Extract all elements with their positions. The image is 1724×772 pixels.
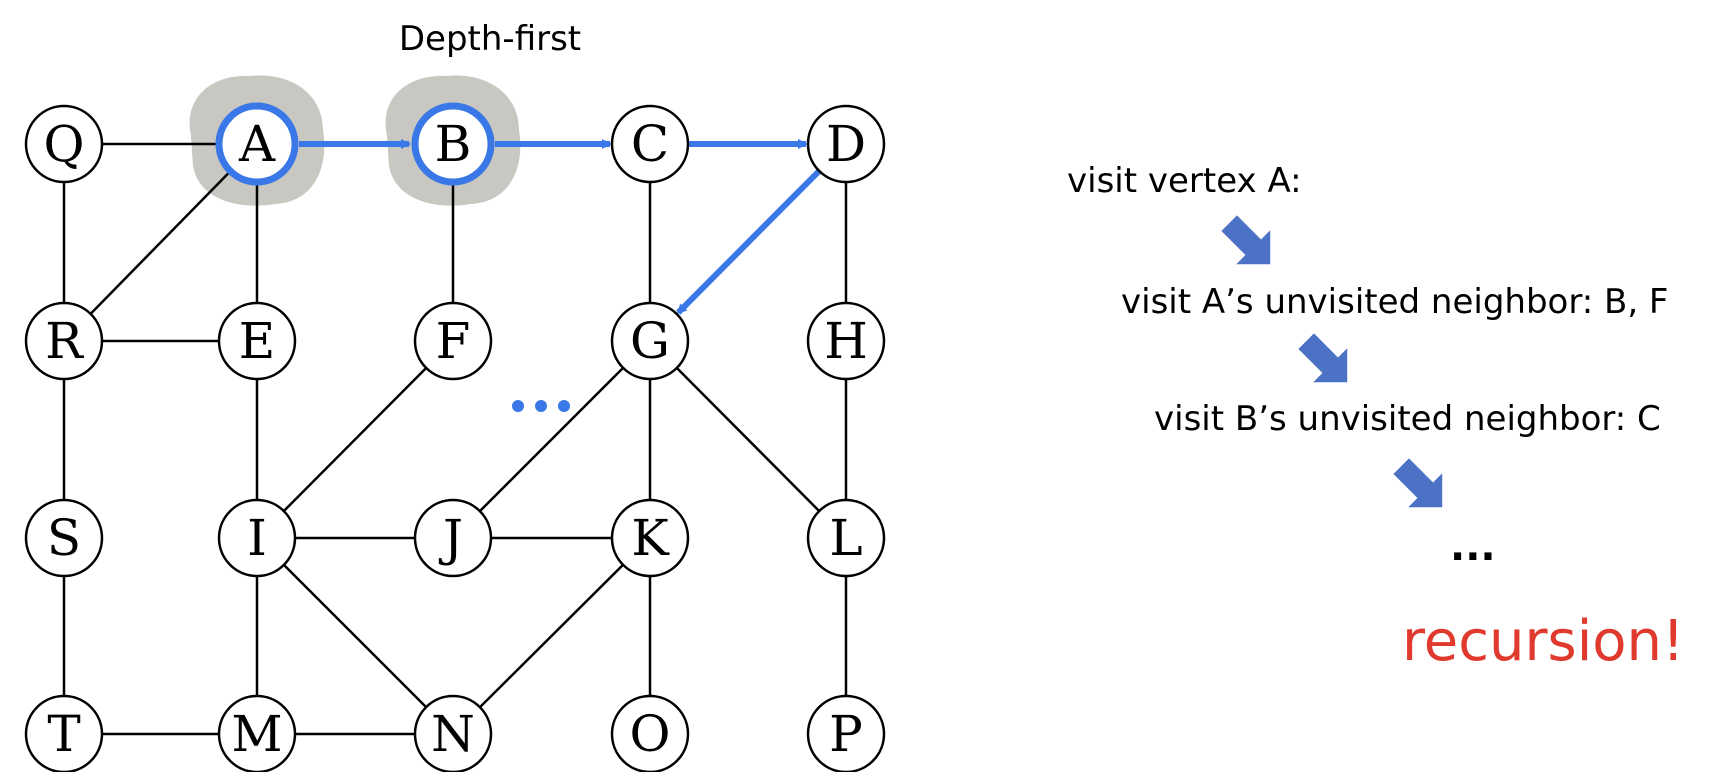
step-arrow-icon <box>1298 333 1348 383</box>
node-label: M <box>231 705 282 763</box>
node-label: R <box>45 312 84 370</box>
node-label: F <box>436 312 471 370</box>
node-label: L <box>829 509 862 567</box>
node-circle <box>24 498 104 578</box>
step-visit-a-neighbors: visit A’s unvisited neighbor: B, F <box>1121 282 1669 322</box>
steps-panel: visit vertex A: visit A’s unvisited neig… <box>1067 161 1685 674</box>
node-circle <box>215 102 299 186</box>
edge-k-n <box>452 537 651 735</box>
node-label: S <box>47 509 81 567</box>
continuation-dot <box>535 400 547 412</box>
node-label: Q <box>44 115 85 173</box>
edge-f-i <box>256 340 454 539</box>
node-circle <box>806 104 886 184</box>
traversal-path <box>299 139 822 315</box>
node-circle <box>806 694 886 772</box>
node-label: T <box>47 705 80 763</box>
node-circle <box>24 104 104 184</box>
node-label: E <box>239 312 276 370</box>
node-g: G <box>610 301 690 381</box>
node-label: I <box>247 509 267 567</box>
step-visit-a: visit vertex A: <box>1067 161 1302 201</box>
graph-nodes: Q A B C D R E F G H S I J K L T M N O P <box>24 102 886 772</box>
node-f: F <box>413 301 493 381</box>
node-circle <box>217 301 297 381</box>
node-p: P <box>806 694 886 772</box>
traversal-continuation <box>512 400 570 412</box>
node-label: C <box>631 115 669 173</box>
node-r: R <box>24 301 104 381</box>
node-n: N <box>413 694 493 772</box>
node-b: B <box>411 102 495 186</box>
continuation-dot <box>558 400 570 412</box>
node-circle <box>413 301 493 381</box>
node-label: N <box>431 705 475 763</box>
node-s: S <box>24 498 104 578</box>
node-d: D <box>806 104 886 184</box>
node-label: P <box>829 705 863 763</box>
node-label: H <box>824 312 868 370</box>
node-circle <box>610 301 690 381</box>
edge-g-l <box>649 340 847 539</box>
node-circle <box>413 694 493 772</box>
node-circle <box>610 498 690 578</box>
continuation-dot <box>512 400 524 412</box>
diagram-title: Depth-first <box>399 19 581 59</box>
node-circle <box>24 301 104 381</box>
traversal-arrow-d-g <box>676 168 822 315</box>
node-c: C <box>610 104 690 184</box>
node-circle <box>806 301 886 381</box>
recursion-label: recursion! <box>1402 609 1685 674</box>
node-circle <box>217 694 297 772</box>
node-label: J <box>438 509 463 567</box>
node-o: O <box>610 694 690 772</box>
node-k: K <box>610 498 690 578</box>
step-ellipsis: ... <box>1450 524 1496 570</box>
node-circle <box>411 102 495 186</box>
step-arrow-icon <box>1221 215 1271 265</box>
node-circle <box>806 498 886 578</box>
graph-edges <box>62 142 848 736</box>
node-circle <box>610 694 690 772</box>
node-circle <box>24 694 104 772</box>
step-visit-b-neighbors: visit B’s unvisited neighbor: C <box>1154 399 1661 439</box>
node-label: K <box>631 509 670 567</box>
node-label: B <box>435 115 472 173</box>
edge-a-r <box>63 143 258 342</box>
node-label: G <box>630 312 670 370</box>
node-e: E <box>217 301 297 381</box>
edge-i-n <box>256 537 454 735</box>
node-circle <box>413 498 493 578</box>
node-j: J <box>413 498 493 578</box>
node-label: D <box>826 115 866 173</box>
node-t: T <box>24 694 104 772</box>
step-arrow-icon <box>1393 458 1443 508</box>
node-a: A <box>215 102 299 186</box>
node-l: L <box>806 498 886 578</box>
node-h: H <box>806 301 886 381</box>
node-circle <box>217 498 297 578</box>
node-label: O <box>630 705 671 763</box>
node-circle <box>610 104 690 184</box>
edge-g-j <box>452 340 651 539</box>
node-i: I <box>217 498 297 578</box>
node-m: M <box>217 694 297 772</box>
node-q: Q <box>24 104 104 184</box>
node-label: A <box>238 115 276 173</box>
